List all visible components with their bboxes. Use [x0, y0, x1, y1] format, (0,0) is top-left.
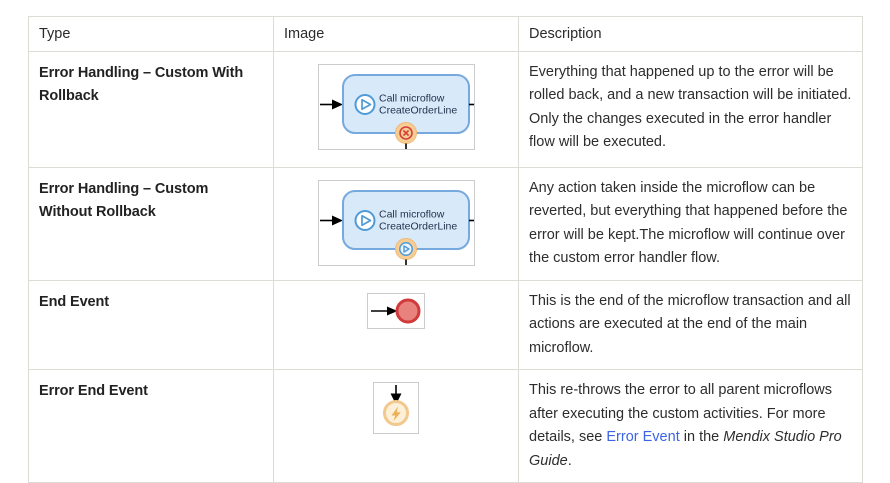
description-text: This is the end of the microflow transac… — [518, 279, 863, 371]
description-suffix: . — [567, 452, 572, 469]
description-text: This re-throws the error to all parent m… — [518, 369, 863, 483]
table-row: Error Handling – Custom Without Rollback… — [28, 167, 863, 281]
table-row: End Event This is the end of the microfl… — [28, 279, 863, 371]
arrowhead-icon — [331, 99, 343, 110]
microflow-error-rollback-diagram: Call microflow CreateOrderLine — [319, 74, 474, 149]
column-header-description: Description — [518, 16, 863, 52]
description-text: Any action taken inside the microflow ca… — [518, 167, 863, 281]
description-text: Everything that happened up to the error… — [518, 51, 863, 168]
play-icon — [360, 98, 371, 111]
error-end-event-diagram — [383, 385, 409, 427]
type-label: Error Handling – Custom Without Rollback — [28, 167, 274, 281]
activity-label-line1: Call microflow — [379, 209, 445, 221]
description-prefix: This re-throws the error to all parent m… — [529, 382, 832, 446]
diagram-frame — [373, 382, 419, 435]
activity-label-line1: Call microflow — [379, 93, 445, 105]
description-middle: in the — [679, 429, 724, 446]
lightning-bolt-icon — [391, 406, 401, 422]
table-header-row: Type Image Description — [28, 16, 863, 52]
diagram-frame: Call microflow CreateOrderLine — [317, 180, 475, 266]
error-rollback-icon — [398, 126, 413, 140]
arrowhead-icon — [387, 306, 398, 316]
event-types-table: Type Image Description Error Handling – … — [28, 16, 863, 483]
microflow-call-icon — [354, 210, 375, 231]
type-label: Error Handling – Custom With Rollback — [28, 51, 274, 168]
table-row: Error Handling – Custom With Rollback Ca… — [28, 51, 863, 168]
column-header-type: Type — [28, 16, 274, 52]
end-event-diagram — [371, 298, 421, 324]
continue-icon — [398, 242, 413, 256]
diagram-frame: Call microflow CreateOrderLine — [317, 64, 475, 150]
activity-label-line2: CreateOrderLine — [379, 221, 457, 233]
arrowhead-icon — [331, 215, 343, 226]
microflow-error-continue-diagram: Call microflow CreateOrderLine — [319, 190, 474, 265]
guide-reference: Mendix Studio Pro Guide — [529, 429, 842, 469]
play-icon — [360, 214, 371, 227]
arrowhead-icon — [390, 393, 402, 405]
microflow-call-icon — [354, 94, 375, 115]
type-label: End Event — [28, 279, 274, 371]
table-row: Error End Event This re-throws the error… — [28, 369, 863, 483]
column-header-image: Image — [273, 16, 519, 52]
diagram-frame — [367, 292, 425, 329]
activity-label-line2: CreateOrderLine — [379, 105, 457, 117]
type-label: Error End Event — [28, 369, 274, 483]
error-event-link[interactable]: Error Event — [606, 429, 680, 446]
end-event-icon — [395, 298, 421, 324]
